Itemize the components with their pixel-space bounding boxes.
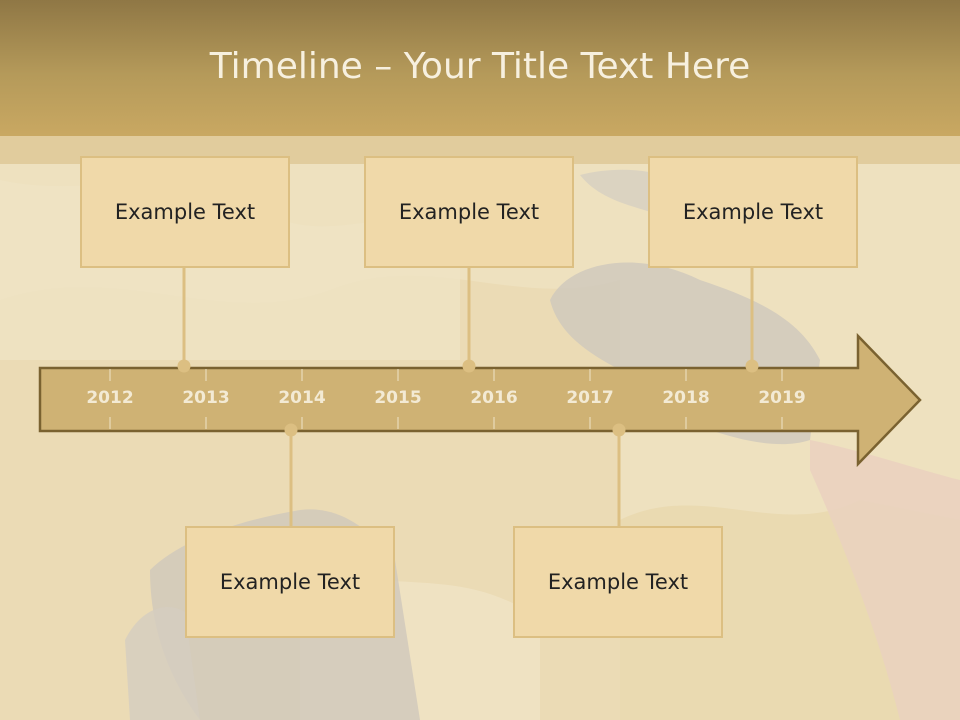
year-label: 2012 bbox=[86, 388, 133, 408]
connector-dot bbox=[462, 359, 476, 373]
event-box-bottom-2: Example Text bbox=[513, 526, 723, 638]
year-label: 2017 bbox=[566, 388, 613, 408]
year-label: 2013 bbox=[182, 388, 229, 408]
connectors bbox=[177, 268, 759, 528]
connector-dot bbox=[284, 423, 298, 437]
connector-dot bbox=[612, 423, 626, 437]
year-label: 2014 bbox=[278, 388, 325, 408]
event-box-top-3: Example Text bbox=[648, 156, 858, 268]
event-box-top-2: Example Text bbox=[364, 156, 574, 268]
connector-dot bbox=[745, 359, 759, 373]
year-label: 2015 bbox=[374, 388, 421, 408]
year-label: 2019 bbox=[758, 388, 805, 408]
year-ticks bbox=[109, 369, 783, 429]
event-box-bottom-1: Example Text bbox=[185, 526, 395, 638]
connector-dot bbox=[177, 359, 191, 373]
year-label: 2016 bbox=[470, 388, 517, 408]
year-label: 2018 bbox=[662, 388, 709, 408]
year-labels: 2012 2013 2014 2015 2016 2017 2018 2019 bbox=[86, 388, 805, 408]
arrow-shape bbox=[38, 332, 922, 468]
event-box-top-1: Example Text bbox=[80, 156, 290, 268]
slide-title: Timeline – Your Title Text Here bbox=[209, 46, 751, 87]
title-bar bbox=[0, 0, 960, 136]
